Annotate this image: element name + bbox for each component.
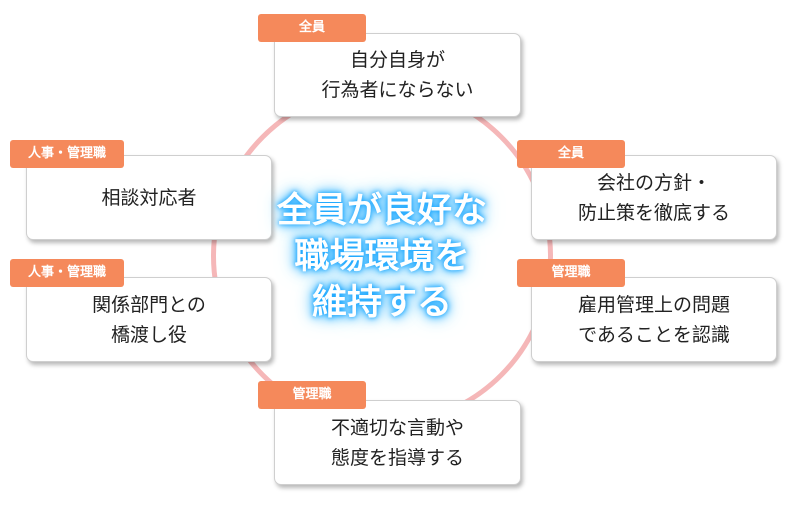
role-box-text: 相談対応者	[101, 186, 197, 209]
role-box-top: 自分自身が 行為者にならない	[274, 33, 521, 117]
role-tag-lower-left: 人事・管理職	[10, 259, 124, 287]
center-title: 全員が良好な 職場環境を 維持する	[258, 182, 506, 332]
role-box-lower-right: 雇用管理上の問題 であることを認識	[531, 277, 777, 362]
role-box-text: 関係部門との 橋渡し役	[92, 293, 206, 346]
center-title-text: 全員が良好な 職場環境を 維持する	[276, 191, 487, 323]
role-box-upper-right: 会社の方針・ 防止策を徹底する	[531, 155, 777, 240]
role-tag-top: 全員	[258, 14, 366, 42]
role-box-bottom: 不適切な言動や 態度を指導する	[274, 400, 521, 485]
role-box-text: 自分自身が 行為者にならない	[321, 49, 474, 101]
role-box-lower-left: 関係部門との 橋渡し役	[26, 277, 272, 362]
role-tag-upper-left: 人事・管理職	[10, 140, 124, 168]
role-tag-bottom: 管理職	[258, 381, 366, 409]
role-box-text: 雇用管理上の問題 であることを認識	[577, 293, 730, 346]
role-box-upper-left: 相談対応者	[26, 155, 272, 240]
role-box-text: 会社の方針・ 防止策を徹底する	[577, 171, 730, 224]
role-box-text: 不適切な言動や 態度を指導する	[330, 416, 464, 469]
role-tag-upper-right: 全員	[517, 140, 625, 168]
role-tag-lower-right: 管理職	[517, 259, 625, 287]
